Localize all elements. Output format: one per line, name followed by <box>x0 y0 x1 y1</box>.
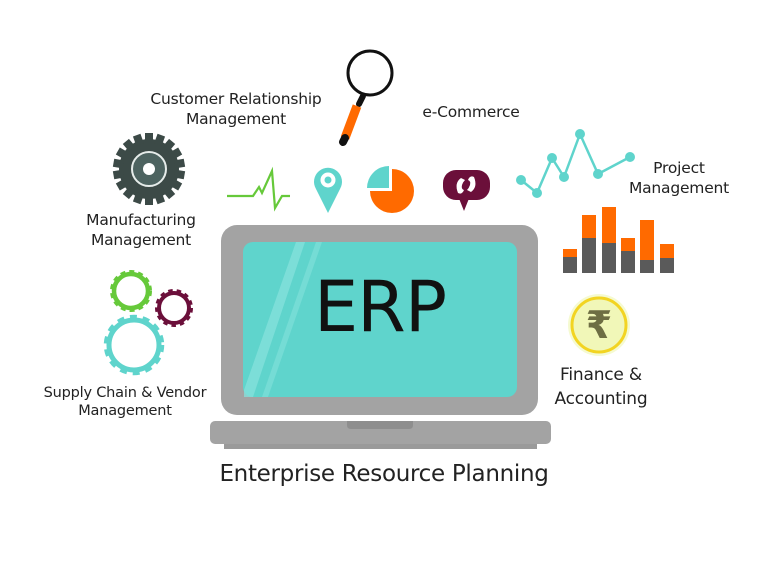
subtitle: Enterprise Resource Planning <box>219 461 549 487</box>
laptop-icon <box>210 225 551 449</box>
label-supply-chain: Supply Chain & Vendor Management <box>30 384 220 420</box>
label-ecommerce: e-Commerce <box>408 102 534 122</box>
label-project-line2: Management <box>628 179 730 197</box>
label-finance-line1: Finance & <box>560 365 642 385</box>
label-supply-line2: Management <box>78 403 172 419</box>
pulse-icon <box>227 166 290 212</box>
rupee-coin-icon <box>568 294 630 356</box>
label-project-line1: Project <box>653 159 705 177</box>
erp-title: ERP <box>313 266 447 348</box>
label-supply-line1: Supply Chain & Vendor <box>43 385 207 401</box>
location-pin-icon <box>314 167 343 213</box>
magnifier-icon <box>339 49 394 146</box>
label-finance-line2: Accounting <box>554 389 648 409</box>
label-crm: Customer Relationship Management <box>126 89 346 129</box>
label-manufacturing-line2: Management <box>90 231 192 249</box>
label-crm-line2: Management <box>185 110 287 128</box>
rupee-symbol: ₹ <box>585 303 613 347</box>
label-ecommerce-line1: e-Commerce <box>422 103 520 121</box>
label-crm-line1: Customer Relationship <box>150 90 322 108</box>
gears-icon <box>103 270 193 376</box>
label-project: Project Management <box>614 158 744 198</box>
label-manufacturing: Manufacturing Management <box>70 210 212 250</box>
label-finance: Finance & Accounting <box>546 363 656 411</box>
line-chart-icon <box>516 129 635 198</box>
pie-chart-icon <box>367 166 414 213</box>
gear-icon <box>112 133 186 205</box>
label-manufacturing-line1: Manufacturing <box>86 211 196 229</box>
bar-chart-icon <box>563 207 674 273</box>
speech-bubble-icon <box>443 170 490 211</box>
